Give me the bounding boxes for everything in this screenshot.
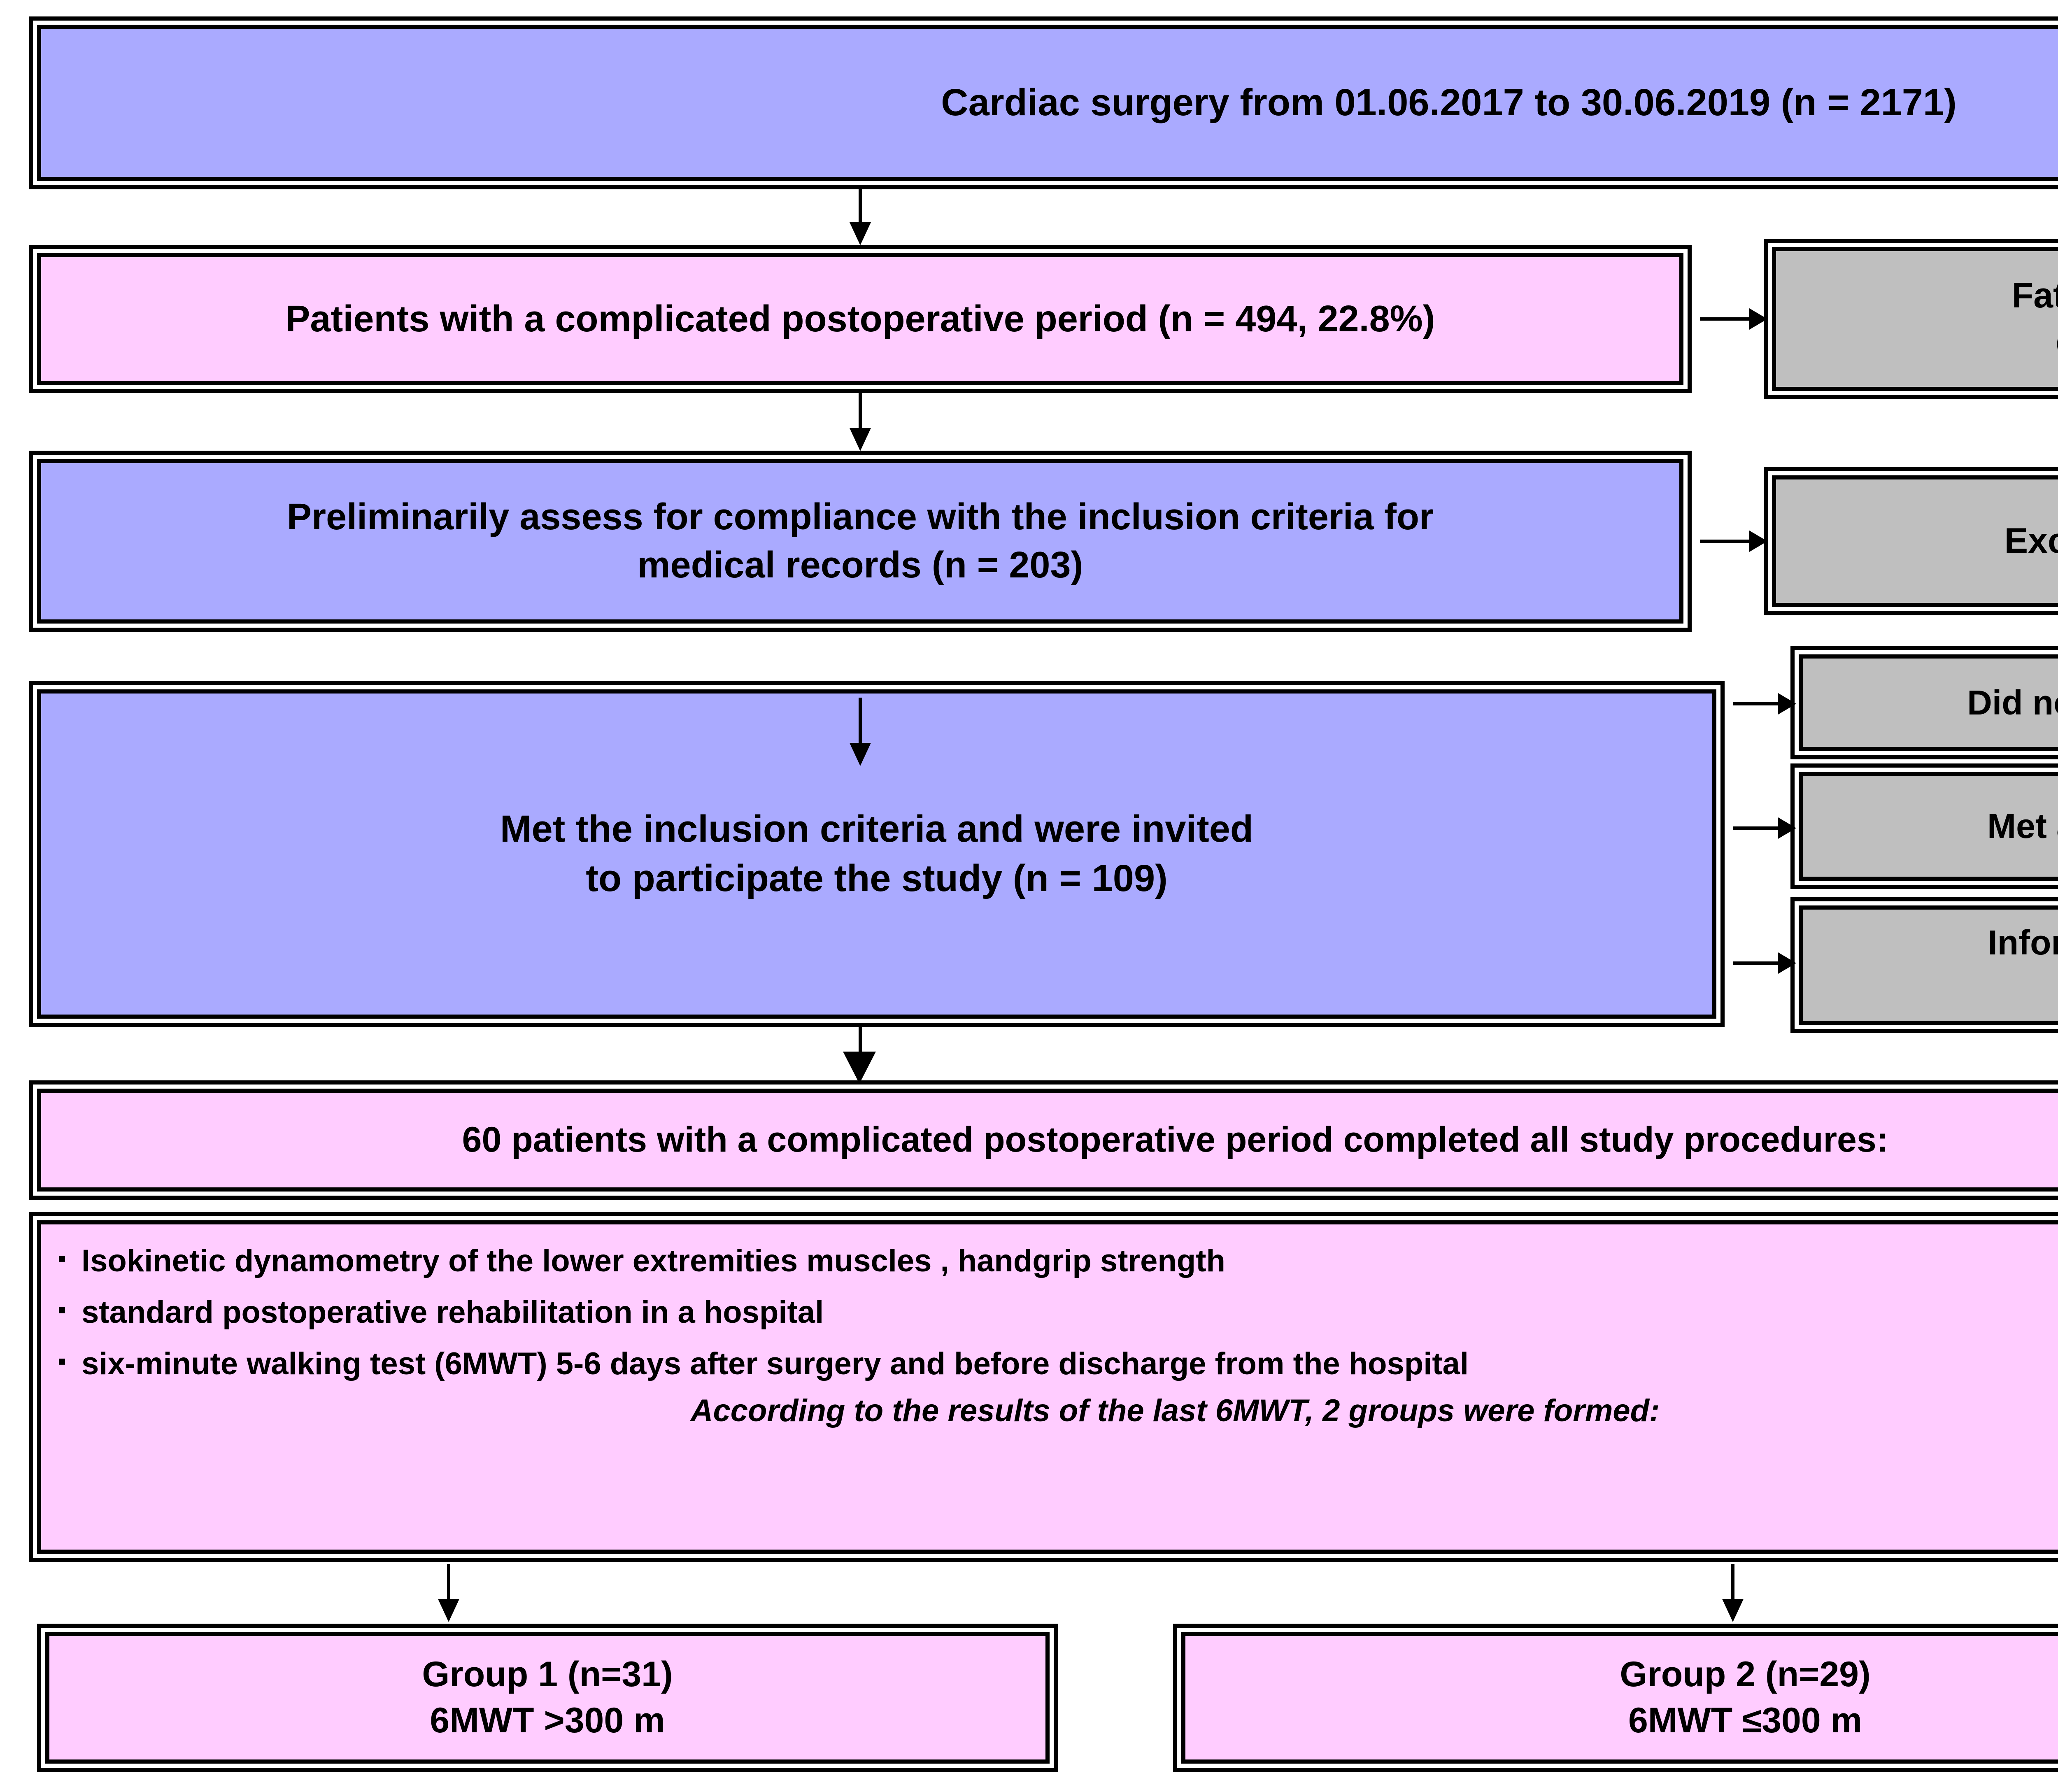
procedures-item-1: Isokinetic dynamometry of the lower extr…	[81, 1243, 1225, 1278]
node-consent-withdrawal-line1: Informed consent withdrawal during the	[1988, 923, 2058, 962]
node-procedures: ▪ Isokinetic dynamometry of the lower ex…	[29, 1212, 2058, 1562]
connector-line-5	[1700, 540, 1753, 543]
node-preliminary-assess-line1: Preliminarily assess for compliance with…	[287, 496, 1434, 538]
node-additional-exclusion-label: Met additional exclusion criteria (n = 1…	[1987, 806, 2058, 845]
procedures-list: ▪ Isokinetic dynamometry of the lower ex…	[58, 1238, 2058, 1387]
arrow-down-5	[438, 1599, 459, 1622]
node-additional-exclusion: Met additional exclusion criteria (n = 1…	[1790, 763, 2058, 889]
node-met-inclusion-line1: Met the inclusion criteria and were invi…	[500, 808, 1254, 850]
node-complicated-period-label: Patients with a complicated postoperativ…	[285, 298, 1435, 340]
arrow-down-6	[1722, 1599, 1744, 1622]
arrow-right-1	[1749, 308, 1767, 330]
node-group2: Group 2 (n=29) 6MWT ≤300 m	[1173, 1624, 2058, 1772]
arrow-down-1	[850, 222, 871, 245]
bullet-square-icon: ▪	[58, 1244, 67, 1272]
node-cardiac-surgery: Cardiac surgery from 01.06.2017 to 30.06…	[29, 16, 2058, 189]
node-group1: Group 1 (n=31) 6MWT >300 m	[37, 1624, 1058, 1772]
node-group1-line2: 6MWT >300 m	[430, 1701, 665, 1740]
arrow-down-2	[850, 428, 871, 451]
arrow-down-3	[850, 743, 871, 766]
procedures-item-2: standard postoperative rehabilitation in…	[81, 1294, 824, 1330]
list-item: ▪ standard postoperative rehabilitation …	[58, 1290, 2058, 1336]
node-no-consent: Did not give consent to participate (n =…	[1790, 646, 2058, 759]
bullet-square-icon: ▪	[58, 1347, 67, 1375]
connector-line-7	[859, 698, 862, 751]
node-consent-withdrawal-line2: study (n = 9)	[1813, 965, 2058, 1010]
node-complicated-period: Patients with a complicated postoperativ…	[29, 245, 1692, 393]
connector-line-8	[1733, 702, 1782, 705]
connector-line-12	[1733, 961, 1782, 965]
node-exclusion-identified: Exclusion criteria identified (n = 94)	[1764, 467, 2058, 615]
connector-line-14	[859, 1025, 862, 1068]
node-group2-line1: Group 2 (n=29)	[1620, 1655, 1871, 1694]
node-met-inclusion-line2: to participate the study (n = 109)	[586, 857, 1168, 899]
node-cardiac-surgery-label: Cardiac surgery from 01.06.2017 to 30.06…	[941, 81, 1957, 124]
list-item: ▪ Isokinetic dynamometry of the lower ex…	[58, 1238, 2058, 1284]
node-consent-withdrawal: Informed consent withdrawal during the s…	[1790, 897, 2058, 1033]
procedures-note: According to the results of the last 6MW…	[690, 1393, 1660, 1428]
node-completed-header-label: 60 patients with a complicated postopera…	[462, 1120, 1888, 1160]
list-item: ▪ six-minute walking test (6MWT) 5-6 day…	[58, 1341, 2058, 1387]
arrow-right-7	[1778, 817, 1796, 839]
node-no-consent-label: Did not give consent to participate (n =…	[1967, 683, 2058, 722]
node-exclusion-identified-label: Exclusion criteria identified (n = 94)	[2004, 521, 2058, 561]
arrow-down-4	[843, 1052, 876, 1084]
procedures-item-3: six-minute walking test (6MWT) 5-6 days …	[81, 1346, 1469, 1381]
node-preliminary-assess: Preliminarily assess for compliance with…	[29, 451, 1692, 632]
node-group1-line1: Group 1 (n=31)	[422, 1655, 673, 1694]
node-fatal-complications: Fatal postoperative complications, died …	[1764, 239, 2058, 399]
arrow-right-5	[1778, 693, 1796, 714]
connector-line-16	[1731, 1564, 1734, 1607]
arrow-right-9	[1778, 952, 1796, 974]
node-fatal-complications-line2: died in hospital (n = 42, 1.9%)	[1786, 319, 2058, 365]
bullet-square-icon: ▪	[58, 1295, 67, 1323]
connector-line-1	[859, 189, 862, 230]
node-group2-line2: 6MWT ≤300 m	[1628, 1701, 1862, 1740]
connector-line-15	[447, 1564, 450, 1607]
connector-line-4	[859, 393, 862, 436]
node-met-inclusion: Met the inclusion criteria and were invi…	[29, 681, 1725, 1027]
node-completed-header: 60 patients with a complicated postopera…	[29, 1080, 2058, 1200]
node-preliminary-assess-line2: medical records (n = 203)	[637, 545, 1083, 586]
arrow-right-3	[1749, 531, 1767, 552]
connector-line-2	[1700, 317, 1753, 321]
connector-line-10	[1733, 826, 1782, 830]
node-fatal-complications-line1: Fatal postoperative complications,	[2011, 276, 2058, 316]
